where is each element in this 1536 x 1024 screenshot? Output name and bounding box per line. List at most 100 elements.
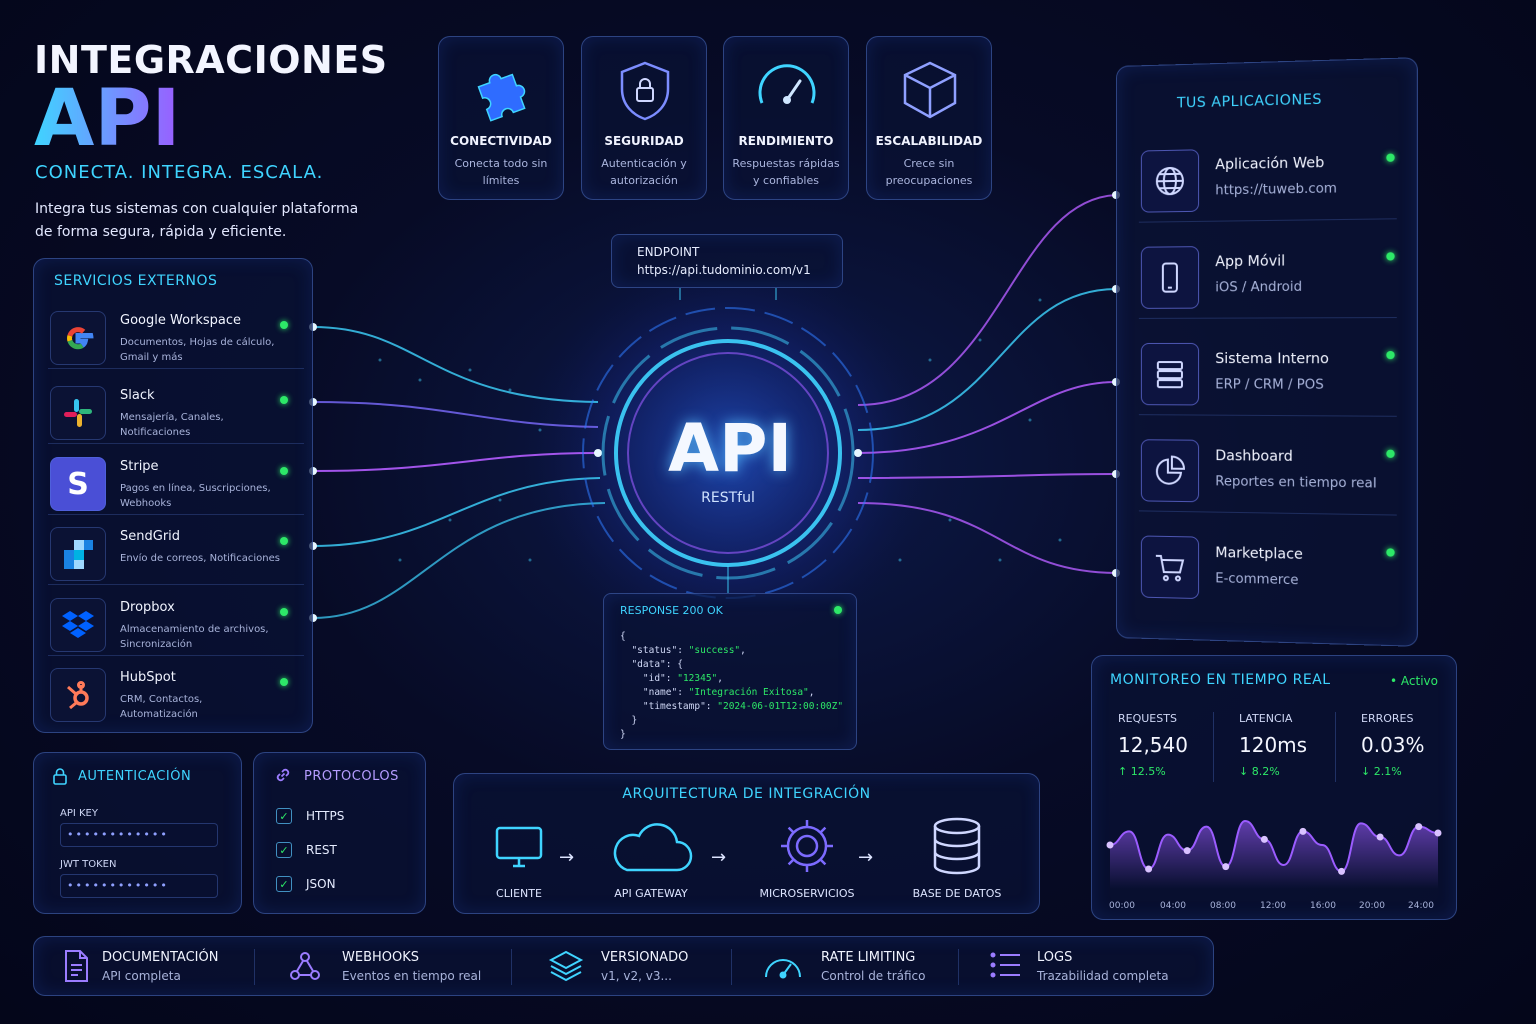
section-title: ARQUITECTURA DE INTEGRACIÓN bbox=[622, 786, 871, 802]
external-services-panel: SERVICIOS EXTERNOS Google Workspace Docu… bbox=[33, 258, 313, 733]
divider bbox=[511, 949, 512, 985]
app-name: Aplicación Web bbox=[1215, 154, 1325, 174]
server-icon bbox=[1140, 342, 1200, 406]
service-desc: CRM, Contactos, Automatización bbox=[120, 694, 203, 720]
stripe-icon: S bbox=[50, 457, 106, 511]
status-badge: • Activo bbox=[1390, 674, 1438, 688]
x-tick: 24:00 bbox=[1408, 901, 1434, 911]
feature-desc: Respuestas rápidas y confiables bbox=[732, 157, 840, 187]
rest-checkbox[interactable]: ✓ bbox=[276, 842, 292, 858]
status-dot bbox=[280, 396, 288, 404]
chart-point bbox=[1260, 835, 1268, 843]
chart-point bbox=[1376, 833, 1384, 841]
x-tick: 12:00 bbox=[1260, 901, 1286, 911]
page-title: INTEGRACIONES bbox=[34, 38, 388, 82]
https-checkbox[interactable]: ✓ bbox=[276, 808, 292, 824]
status-dot bbox=[1386, 548, 1395, 557]
status-dot bbox=[1386, 449, 1395, 458]
status-dot bbox=[1386, 350, 1395, 360]
arch-node-client: CLIENTE bbox=[464, 812, 574, 900]
metric-label: LATENCIA bbox=[1239, 712, 1293, 725]
list-item-web-app[interactable]: Aplicación Web https://tuweb.com bbox=[1138, 130, 1397, 223]
list-item-internal-system[interactable]: Sistema Interno ERP / CRM / POS bbox=[1138, 328, 1397, 417]
app-sub: https://tuweb.com bbox=[1215, 181, 1337, 199]
list-item-hubspot[interactable]: HubSpot CRM, Contactos, Automatización bbox=[48, 664, 304, 726]
app-sub: E-commerce bbox=[1215, 571, 1299, 589]
mobile-icon bbox=[1140, 246, 1200, 309]
feature-title: RENDIMIENTO bbox=[738, 134, 834, 148]
protocols-panel: PROTOCOLOS ✓ HTTPS ✓ REST ✓ JSON bbox=[253, 752, 426, 914]
protocol-label: JSON bbox=[306, 877, 336, 891]
arch-label: API GATEWAY bbox=[614, 887, 688, 900]
x-tick: 20:00 bbox=[1359, 901, 1385, 911]
link-icon bbox=[274, 766, 292, 788]
app-name: Dashboard bbox=[1215, 447, 1293, 466]
list-item-dropbox[interactable]: Dropbox Almacenamiento de archivos, Sinc… bbox=[48, 594, 304, 656]
intro-text: Integra tus sistemas con cualquier plata… bbox=[35, 201, 359, 240]
page-title-api: API bbox=[34, 74, 181, 164]
chart-point bbox=[1183, 847, 1191, 855]
bottom-item-sub: Control de tráfico bbox=[821, 969, 926, 983]
architecture-panel: ARQUITECTURA DE INTEGRACIÓN CLIENTE → AP… bbox=[453, 773, 1040, 914]
list-item-dashboard[interactable]: Dashboard Reportes en tiempo real bbox=[1138, 425, 1397, 516]
service-desc: Almacenamiento de archivos, Sincronizaci… bbox=[120, 624, 269, 650]
jwt-token-field[interactable]: •••••••••••• bbox=[60, 874, 218, 898]
feature-desc: Conecta todo sin límites bbox=[454, 157, 548, 187]
auth-panel: AUTENTICACIÓN API KEY •••••••••••• JWT T… bbox=[33, 752, 242, 914]
monitor-icon bbox=[495, 826, 543, 868]
list-item-mobile-app[interactable]: App Móvil iOS / Android bbox=[1138, 229, 1397, 319]
status-dot bbox=[1386, 153, 1395, 162]
endpoint-label: ENDPOINT bbox=[637, 245, 700, 259]
feature-card-performance[interactable]: RENDIMIENTO Respuestas rápidas y confiab… bbox=[723, 36, 849, 200]
bottom-item-sub: v1, v2, v3... bbox=[601, 969, 672, 983]
api-core-label: API bbox=[668, 410, 793, 487]
chart-point bbox=[1145, 865, 1153, 873]
section-title: MONITOREO EN TIEMPO REAL bbox=[1110, 672, 1331, 688]
monitoring-panel: MONITOREO EN TIEMPO REAL • Activo REQUES… bbox=[1091, 655, 1457, 920]
service-desc: Envío de correos, Notificaciones bbox=[120, 553, 280, 564]
json-checkbox[interactable]: ✓ bbox=[276, 876, 292, 892]
list-item-sendgrid[interactable]: SendGrid Envío de correos, Notificacione… bbox=[48, 523, 304, 585]
app-sub: iOS / Android bbox=[1215, 279, 1303, 296]
arch-node-gateway: API GATEWAY bbox=[596, 812, 706, 900]
chart-point bbox=[1434, 829, 1442, 837]
gear-icon bbox=[781, 820, 833, 872]
list-item-stripe[interactable]: S Stripe Pagos en línea, Suscripciones, … bbox=[48, 453, 304, 515]
api-key-field[interactable]: •••••••••••• bbox=[60, 823, 218, 847]
metric-latency: LATENCIA 120ms ↓ 8.2% bbox=[1239, 712, 1349, 778]
bottom-item-title: WEBHOOKS bbox=[342, 950, 420, 965]
service-desc: Pagos en línea, Suscripciones, Webhooks bbox=[120, 483, 271, 509]
feature-card-connectivity[interactable]: CONECTIVIDAD Conecta todo sin límites bbox=[438, 36, 564, 200]
metric-change: ↓ 8.2% bbox=[1239, 765, 1280, 778]
arrow-icon: → bbox=[559, 847, 575, 868]
protocol-label: REST bbox=[306, 843, 337, 857]
chart-point bbox=[1299, 827, 1307, 835]
chart-area bbox=[1110, 821, 1438, 889]
list-item-google-workspace[interactable]: Google Workspace Documentos, Hojas de cá… bbox=[48, 307, 304, 369]
section-title: SERVICIOS EXTERNOS bbox=[54, 273, 218, 289]
metric-label: REQUESTS bbox=[1118, 712, 1177, 725]
pie-chart-icon bbox=[1140, 439, 1200, 503]
bottom-features-bar: DOCUMENTACIÓN API completa WEBHOOKS Even… bbox=[33, 936, 1214, 996]
bottom-item-title: LOGS bbox=[1037, 950, 1073, 965]
bottom-item-title: DOCUMENTACIÓN bbox=[102, 950, 219, 965]
bottom-item-sub: Trazabilidad completa bbox=[1037, 969, 1169, 983]
divider bbox=[1213, 712, 1214, 782]
feature-title: SEGURIDAD bbox=[604, 134, 684, 148]
list-item-slack[interactable]: Slack Mensajería, Canales, Notificacione… bbox=[48, 382, 304, 444]
feature-card-scalability[interactable]: ESCALABILIDAD Crece sin preocupaciones bbox=[866, 36, 992, 200]
feature-desc: Autenticación y autorización bbox=[601, 157, 687, 187]
chart-point bbox=[1338, 867, 1346, 875]
metric-change: ↑ 12.5% bbox=[1118, 765, 1166, 778]
service-name: SendGrid bbox=[120, 529, 181, 544]
metric-label: ERRORES bbox=[1361, 712, 1414, 725]
list-item-marketplace[interactable]: Marketplace E-commerce bbox=[1139, 521, 1397, 614]
chart-point bbox=[1106, 841, 1114, 849]
arch-label: CLIENTE bbox=[496, 887, 542, 900]
service-name: HubSpot bbox=[120, 670, 176, 685]
service-name: Slack bbox=[120, 388, 155, 403]
arrow-icon: → bbox=[711, 847, 727, 868]
apps-panel: TUS APLICACIONES Aplicación Web https://… bbox=[1116, 57, 1418, 647]
feature-card-security[interactable]: SEGURIDAD Autenticación y autorización bbox=[581, 36, 707, 200]
endpoint-box[interactable]: ENDPOINT https://api.tudominio.com/v1 bbox=[611, 234, 843, 288]
